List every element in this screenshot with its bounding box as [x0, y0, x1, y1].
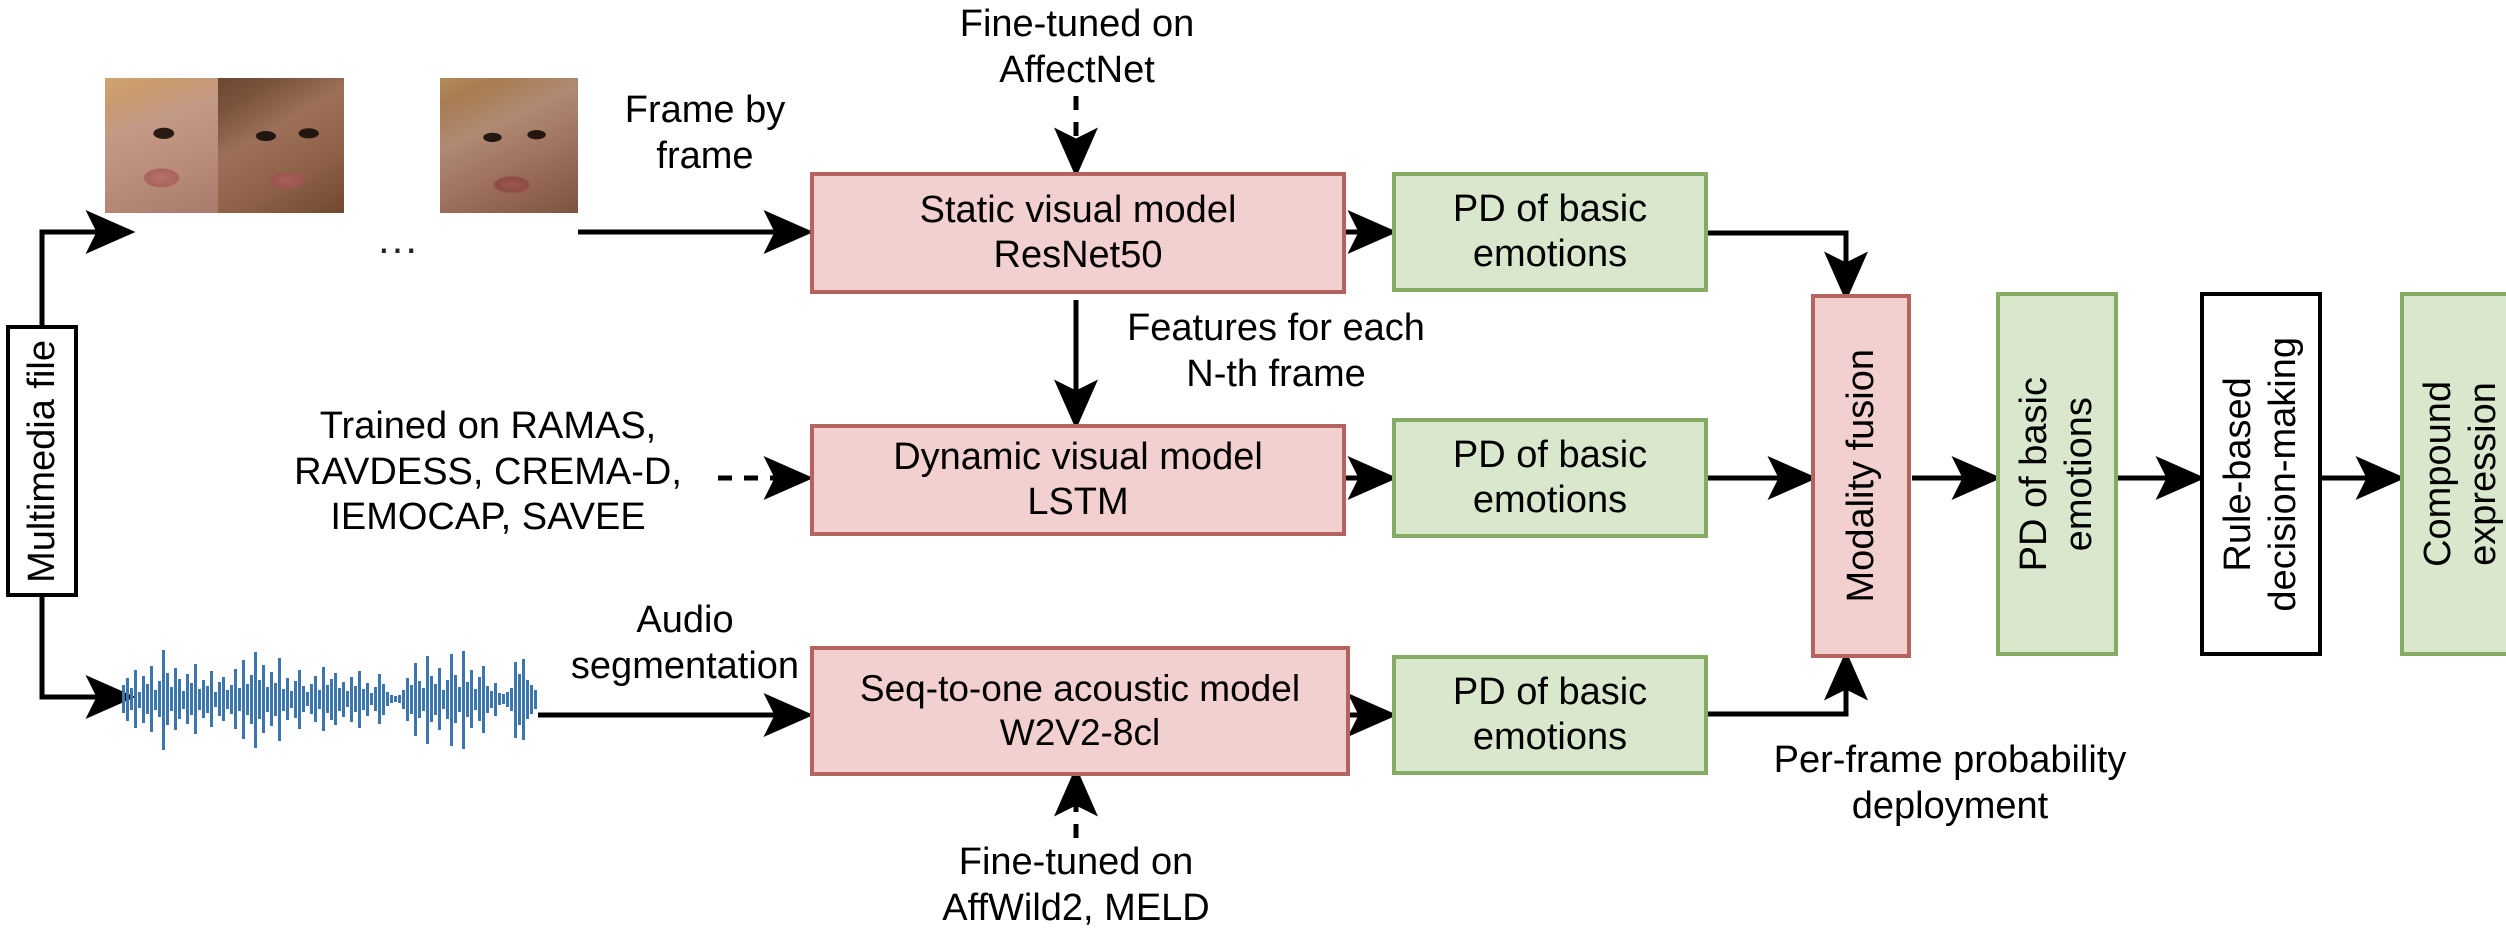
edge-pdstatic-to-fusion: [1708, 230, 1868, 302]
node-dynamic-visual-model-label: Dynamic visual model LSTM: [893, 436, 1263, 523]
video-frame-n: [440, 78, 578, 213]
node-acoustic-model-label: Seq-to-one acoustic model W2V2-8cl: [859, 668, 1301, 753]
node-pd-acoustic-label: PD of basic emotions: [1452, 671, 1648, 758]
audio-waveform: [122, 650, 537, 750]
node-multimedia-file-label: Multimedia file: [20, 339, 63, 583]
node-multimedia-file: Multimedia file: [6, 325, 78, 597]
label-audio-segmentation: Audio segmentation: [570, 599, 800, 687]
node-rule-based-decision: Rule-based decision-making: [2200, 292, 2322, 656]
edge-file-to-frames: [39, 210, 136, 325]
node-pd-acoustic: PD of basic emotions: [1392, 655, 1708, 775]
edge-file-to-audio: [39, 597, 136, 719]
node-pd-static: PD of basic emotions: [1392, 172, 1708, 292]
node-pd-dynamic: PD of basic emotions: [1392, 418, 1708, 538]
node-rule-based-decision-label: Rule-based decision-making: [2217, 336, 2304, 612]
label-features-nth-frame: Features for each N-th frame: [1127, 307, 1425, 395]
node-pd-static-label: PD of basic emotions: [1452, 188, 1648, 275]
frames-ellipsis-label: ...: [378, 215, 420, 262]
label-finetuned-affectnet: Fine-tuned on AffectNet: [959, 3, 1195, 91]
node-dynamic-visual-model: Dynamic visual model LSTM: [810, 424, 1346, 536]
edge-pdacoustic-to-fusion: [1708, 650, 1868, 717]
node-compound-expression-label: Compound expression: [2417, 381, 2504, 567]
label-frame-by-frame: Frame by frame: [624, 89, 786, 177]
label-trained-on-datasets: Trained on RAMAS, RAVDESS, CREMA-D, IEMO…: [294, 405, 682, 539]
node-modality-fusion: Modality fusion: [1811, 294, 1911, 658]
node-compound-expression: Compound expression: [2400, 292, 2506, 656]
node-acoustic-model: Seq-to-one acoustic model W2V2-8cl: [810, 646, 1350, 776]
label-finetuned-affwild-meld: Fine-tuned on AffWild2, MELD: [942, 841, 1210, 929]
video-frame-2: [218, 78, 344, 213]
video-frame-strip-last: [440, 78, 578, 213]
node-static-visual-model: Static visual model ResNet50: [810, 172, 1346, 294]
node-pd-fused-label: PD of basic emotions: [2013, 376, 2100, 572]
label-per-frame-probability: Per-frame probability deployment: [1773, 739, 2127, 827]
node-static-visual-model-label: Static visual model ResNet50: [919, 189, 1237, 276]
node-pd-dynamic-label: PD of basic emotions: [1452, 434, 1648, 521]
node-pd-fused: PD of basic emotions: [1996, 292, 2118, 656]
video-frame-1: [105, 78, 218, 213]
video-frame-strip: [105, 78, 344, 213]
node-modality-fusion-label: Modality fusion: [1839, 349, 1882, 603]
